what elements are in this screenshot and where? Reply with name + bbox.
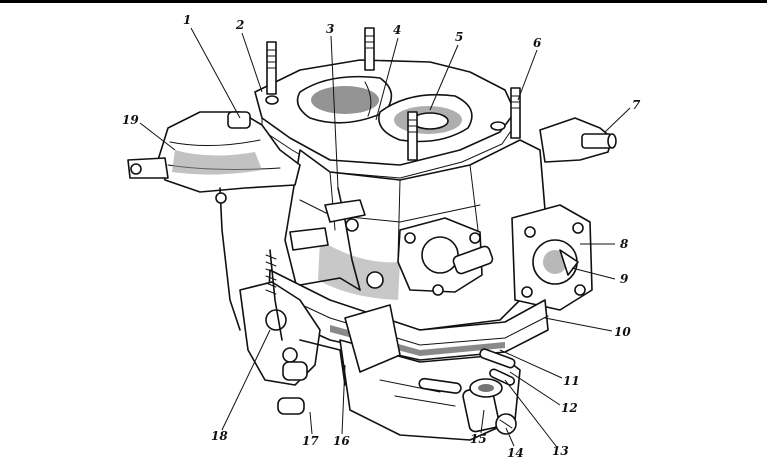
callout-5: 5 xyxy=(455,30,463,44)
callout-8: 8 xyxy=(620,237,629,251)
callout-19: 19 xyxy=(122,113,139,127)
callout-10: 10 xyxy=(614,325,631,339)
callout-15: 15 xyxy=(470,432,487,446)
callout-4: 4 xyxy=(393,23,401,37)
leader-lines xyxy=(139,27,631,447)
carburetor-illustration xyxy=(127,27,617,441)
callout-7: 7 xyxy=(632,98,641,112)
callout-2: 2 xyxy=(235,18,244,32)
callout-12: 12 xyxy=(561,401,578,415)
callout-13: 13 xyxy=(552,444,569,458)
callout-6: 6 xyxy=(533,36,542,50)
callout-9: 9 xyxy=(620,272,629,286)
callout-numbers: 1 2 3 4 5 6 7 8 9 10 11 12 13 14 15 16 1… xyxy=(122,13,641,460)
callout-16: 16 xyxy=(333,434,350,448)
callout-18: 18 xyxy=(211,429,228,443)
callout-3: 3 xyxy=(326,22,334,36)
throttle-lever-assembly xyxy=(239,281,321,386)
callout-17: 17 xyxy=(302,434,319,448)
top-border-rule xyxy=(0,0,767,3)
callout-1: 1 xyxy=(183,13,191,27)
mounting-studs xyxy=(266,27,521,161)
vacuum-fitting xyxy=(462,378,517,435)
choke-link-rod xyxy=(219,187,241,331)
callout-14: 14 xyxy=(507,446,524,460)
callout-11: 11 xyxy=(563,374,580,388)
